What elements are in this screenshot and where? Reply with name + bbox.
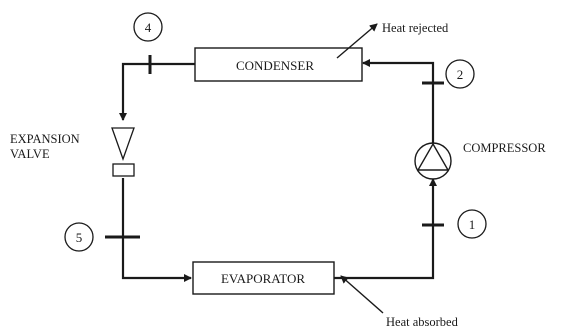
line-valve-to-evaporator — [121, 178, 192, 282]
line-evaporator-to-compressor — [334, 178, 437, 280]
state-5-circle — [64, 222, 94, 252]
state-4-circle — [133, 12, 163, 42]
state-1-circle — [457, 209, 487, 239]
heat-absorbed-arrow — [340, 275, 384, 314]
expansion-valve-label-line2: VALVE — [10, 147, 50, 161]
expansion-valve-label-line1: EXPANSION — [10, 132, 80, 146]
refrigerant-loop — [119, 59, 437, 282]
heat-absorbed-label: Heat absorbed — [386, 315, 459, 329]
compressor-label: COMPRESSOR — [463, 141, 546, 155]
condenser-label: CONDENSER — [236, 58, 314, 73]
state-4-number: 4 — [145, 20, 152, 35]
state-1-number: 1 — [469, 217, 476, 232]
line-compressor-to-condenser — [362, 59, 435, 143]
expansion-valve-symbol — [111, 127, 135, 177]
condenser-box — [194, 47, 363, 82]
heat-rejected-arrow — [336, 23, 378, 59]
state-2-circle — [445, 59, 475, 89]
state-2-number: 2 — [457, 67, 464, 82]
state-5-number: 5 — [76, 230, 83, 245]
line-condenser-to-valve — [119, 62, 195, 121]
heat-rejected-label: Heat rejected — [382, 21, 449, 35]
state-markers — [105, 55, 444, 239]
evaporator-label: EVAPORATOR — [221, 271, 305, 286]
evaporator-box — [192, 261, 335, 295]
compressor-symbol — [414, 142, 452, 180]
